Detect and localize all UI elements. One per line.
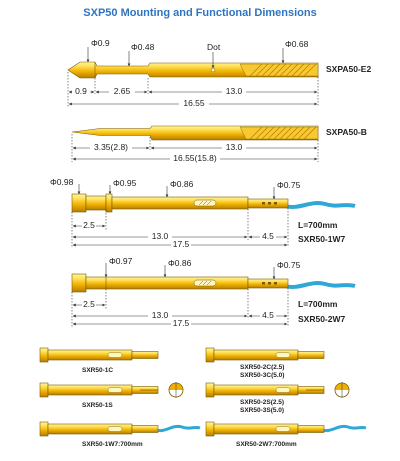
variant-1c-label: SXR50-1C (82, 367, 113, 374)
variant-1w7: SXR50-1W7:700mm (39, 421, 201, 448)
variant-2s: SXR50-2S(2.5) SXR50-3S(5.0) (205, 382, 350, 414)
variant-2s-label-b: SXR50-3S(5.0) (240, 407, 284, 414)
rec-1w7-d3: Φ0.86 (170, 179, 194, 189)
probe-b-total: 16.55(15.8) (173, 153, 217, 163)
rec-1w7-len3: 4.5 (262, 231, 274, 241)
probe-e2-dot-label: Dot (207, 42, 221, 52)
rec-2w7-len2: 13.0 (152, 310, 169, 320)
probe-e2-d2: Φ0.48 (131, 42, 155, 52)
rec-1w7-label: SXR50-1W7 (298, 234, 346, 244)
probe-b-label: SXPA50-B (326, 127, 367, 137)
rec-2w7-wire (284, 281, 356, 289)
rec-2w7-d2: Φ0.86 (168, 258, 192, 268)
rec-1w7-wire-length: L=700mm (298, 220, 338, 230)
probe-e2-d1: Φ0.9 (91, 38, 110, 48)
receptacle-2w7: Φ0.97 Φ0.86 Φ0.75 L=700mm SXR50-2W7 2.5 … (71, 256, 356, 328)
page-title: SXP50 Mounting and Functional Dimensions (83, 7, 316, 19)
variant-2c: SXR50-2C(2.5) SXR50-3C(5.0) (205, 347, 325, 379)
probe-e2: Φ0.9 Φ0.48 Dot Φ0.68 SXPA50-E2 0.9 2.65 … (67, 38, 371, 108)
rec-2w7-wire-length: L=700mm (298, 299, 338, 309)
variant-2s-section-icon (334, 382, 350, 398)
rec-2w7-slot (193, 279, 217, 287)
variant-2c-label-a: SXR50-2C(2.5) (240, 364, 284, 371)
variant-2c-label-b: SXR50-3C(5.0) (240, 372, 284, 379)
probe-e2-d3: Φ0.68 (285, 39, 309, 49)
rec-1w7-d4: Φ0.75 (277, 180, 301, 190)
probe-b: SXPA50-B 3.35(2.8) 13.0 16.55(15.8) (71, 125, 367, 163)
probe-b-len1: 3.35(2.8) (94, 142, 128, 152)
probe-e2-len3: 13.0 (226, 86, 243, 96)
probe-e2-label: SXPA50-E2 (326, 64, 371, 74)
rec-2w7-label: SXR50-2W7 (298, 314, 346, 324)
rec-1w7-wire (284, 201, 356, 209)
rec-1w7-len2: 13.0 (152, 231, 169, 241)
variant-1w7-label: SXR50-1W7:700mm (82, 441, 143, 448)
rec-2w7-d3: Φ0.75 (277, 260, 301, 270)
rec-2w7-len3: 4.5 (262, 310, 274, 320)
rec-2w7-len1: 2.5 (83, 299, 95, 309)
rec-2w7-d1: Φ0.97 (109, 256, 133, 266)
variant-1s-section-icon (168, 382, 184, 398)
variant-1c: SXR50-1C (39, 347, 159, 374)
rec-1w7-slot (193, 199, 217, 207)
probe-e2-dot (210, 67, 216, 73)
rec-1w7-d1: Φ0.98 (50, 177, 74, 187)
probe-b-spring-window (239, 126, 319, 140)
probe-b-len2: 13.0 (226, 142, 243, 152)
rec-1w7-d2: Φ0.95 (113, 178, 137, 188)
probe-e2-spring-window (239, 63, 319, 77)
variant-1s-label: SXR50-1S (82, 402, 113, 409)
rec-1w7-len1: 2.5 (83, 220, 95, 230)
variant-2w7-label: SXR50-2W7:700mm (236, 441, 297, 448)
receptacle-1w7: Φ0.98 Φ0.95 Φ0.86 Φ0.75 L=700mm SXR50-1W… (50, 177, 356, 249)
probe-e2-total: 16.55 (183, 98, 205, 108)
rec-2w7-total: 17.5 (173, 318, 190, 328)
variant-2w7: SXR50-2W7:700mm (205, 421, 367, 448)
probe-e2-len1: 0.9 (75, 86, 87, 96)
variant-1s: SXR50-1S (39, 382, 184, 409)
variant-2s-label-a: SXR50-2S(2.5) (240, 399, 284, 406)
rec-1w7-total: 17.5 (173, 239, 190, 249)
probe-e2-len2: 2.65 (114, 86, 131, 96)
